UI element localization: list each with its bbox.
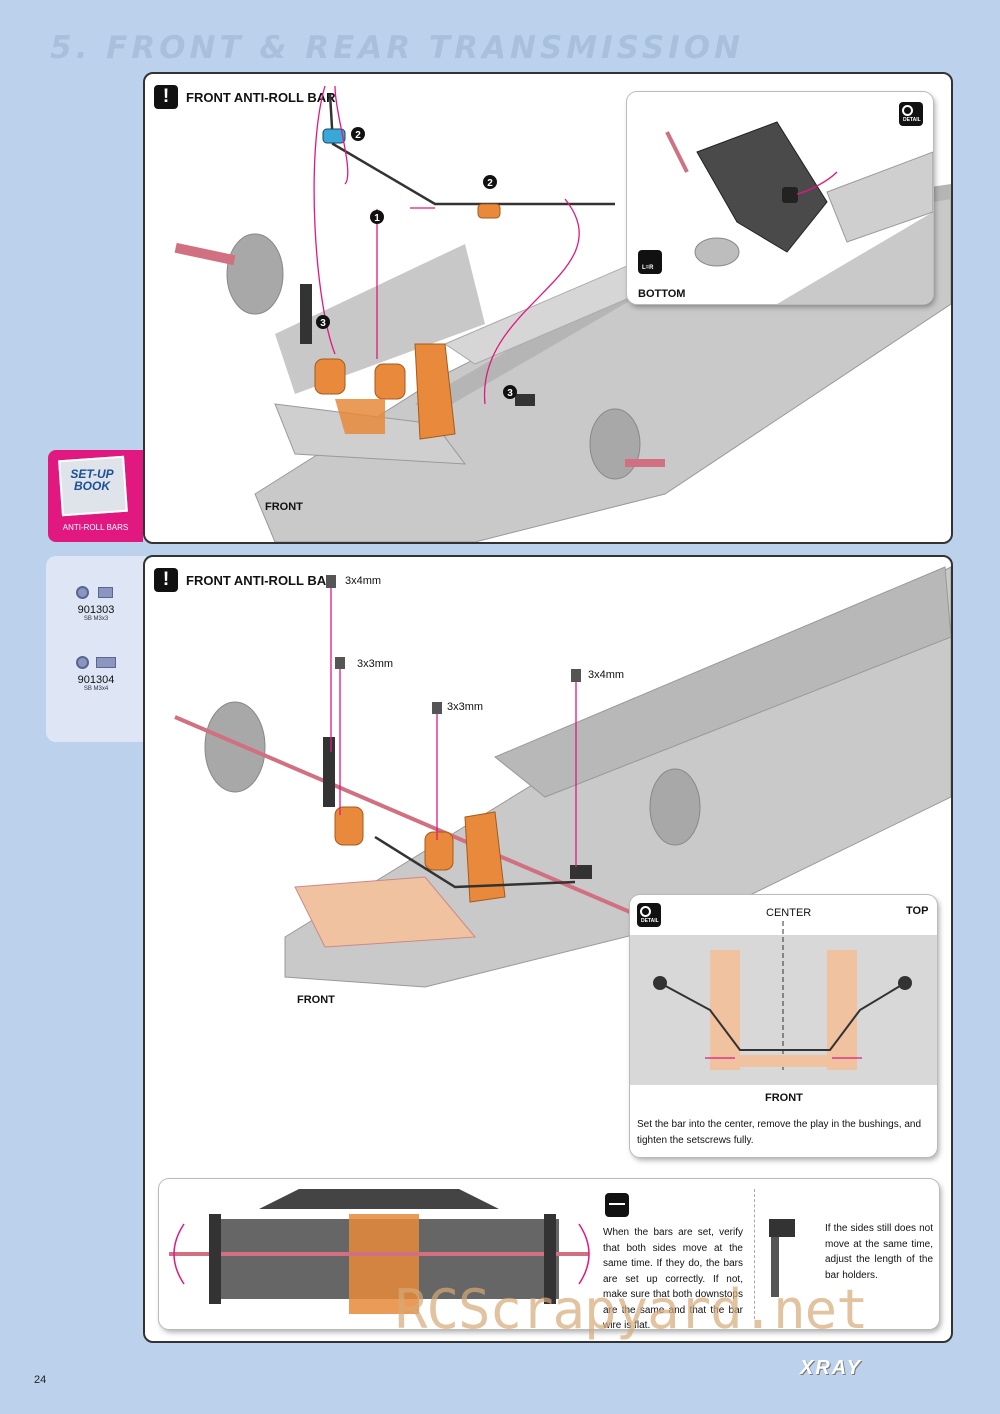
step-marker-2a-text: 2 — [355, 130, 361, 141]
bottom-detail-inset: DETAIL L=R BOTTOM — [627, 92, 933, 304]
part-901304: 901304 SB M3x4 — [46, 656, 146, 692]
verify-icon — [605, 1193, 629, 1217]
detail-word: DETAIL — [903, 117, 921, 123]
top-detail-illustration — [630, 921, 937, 1085]
part-number: 901303 — [77, 604, 115, 616]
warning-icon: ! — [154, 568, 178, 592]
washer-icon — [76, 586, 89, 599]
part-901303: 901303 SB M3x3 — [46, 586, 146, 622]
page-number: 24 — [34, 1374, 47, 1386]
lr-text: L=R — [642, 265, 654, 271]
verify-note-left: When the bars are set, verify that both … — [603, 1227, 743, 1329]
screw-label-4: 3x4mm — [588, 669, 625, 681]
top-view-label: TOP — [906, 905, 929, 917]
screw-label-2: 3x3mm — [357, 658, 394, 670]
top-front-label: FRONT — [765, 1092, 803, 1104]
verify-inset: When the bars are set, verify that both … — [159, 1179, 939, 1329]
part-description: SB M3x3 — [83, 616, 109, 622]
step2-title: FRONT ANTI-ROLL BAR — [186, 573, 336, 588]
bottom-view-label: BOTTOM — [638, 288, 686, 300]
left-right-icon: L=R — [638, 250, 662, 274]
section-title: 5. FRONT & REAR TRANSMISSION — [50, 30, 744, 66]
top-inset-note: Set the bar into the center, remove the … — [637, 1119, 921, 1146]
part-number: 901304 — [77, 674, 115, 686]
step2-view-label: FRONT — [297, 994, 335, 1006]
warning-icon: ! — [154, 85, 178, 109]
setscrew-icon — [96, 657, 116, 668]
step-marker-2a — [351, 127, 365, 141]
step-marker-2b — [483, 175, 497, 189]
bar-holder-illustration — [769, 1219, 795, 1297]
screw-label-1: 3x4mm — [345, 575, 382, 587]
step2-panel: ! FRONT ANTI-ROLL BAR 3x4mm 3x3mm 3x3mm … — [143, 555, 953, 1343]
inset-divider — [754, 1189, 755, 1319]
center-label: CENTER — [766, 907, 812, 919]
step-marker-3b — [503, 385, 517, 399]
verify-illustration — [169, 1189, 590, 1314]
setup-book-caption: ANTI-ROLL BARS — [62, 523, 129, 532]
setup-book-tab[interactable]: SET-UP BOOK ANTI-ROLL BARS — [48, 450, 143, 542]
step1-view-label: FRONT — [265, 501, 303, 513]
step-marker-3b-text: 3 — [507, 388, 513, 399]
part-description: SB M3x4 — [83, 686, 109, 692]
setscrew-icon — [98, 587, 113, 598]
washer-icon — [76, 656, 89, 669]
step-marker-3a-text: 3 — [320, 318, 326, 329]
step-marker-1-text: 1 — [374, 213, 380, 224]
watermark: RCScrapyard.net — [395, 1278, 869, 1341]
detail-icon: DETAIL — [899, 102, 923, 126]
verify-note-right: If the sides still does not move at the … — [825, 1223, 933, 1281]
step2-assembly-illustration — [174, 566, 951, 988]
brand-logo: XRAY — [800, 1357, 863, 1379]
step-marker-3a — [316, 315, 330, 329]
top-detail-inset: DETAIL CENTER TOP FRONT Set the bar into… — [630, 895, 937, 1157]
step-marker-1 — [370, 210, 384, 224]
detail-icon: DETAIL — [637, 903, 661, 927]
screw-label-3: 3x3mm — [447, 701, 484, 713]
setup-book-title: SET-UP BOOK — [70, 467, 114, 493]
parts-box: 901303 SB M3x3 901304 SB M3x4 — [46, 556, 146, 742]
step1-title: FRONT ANTI-ROLL BAR — [186, 90, 336, 105]
bottom-detail-illustration — [665, 121, 933, 304]
step1-panel: ! FRONT ANTI-ROLL BAR — [143, 72, 953, 544]
step-marker-2b-text: 2 — [487, 178, 493, 189]
